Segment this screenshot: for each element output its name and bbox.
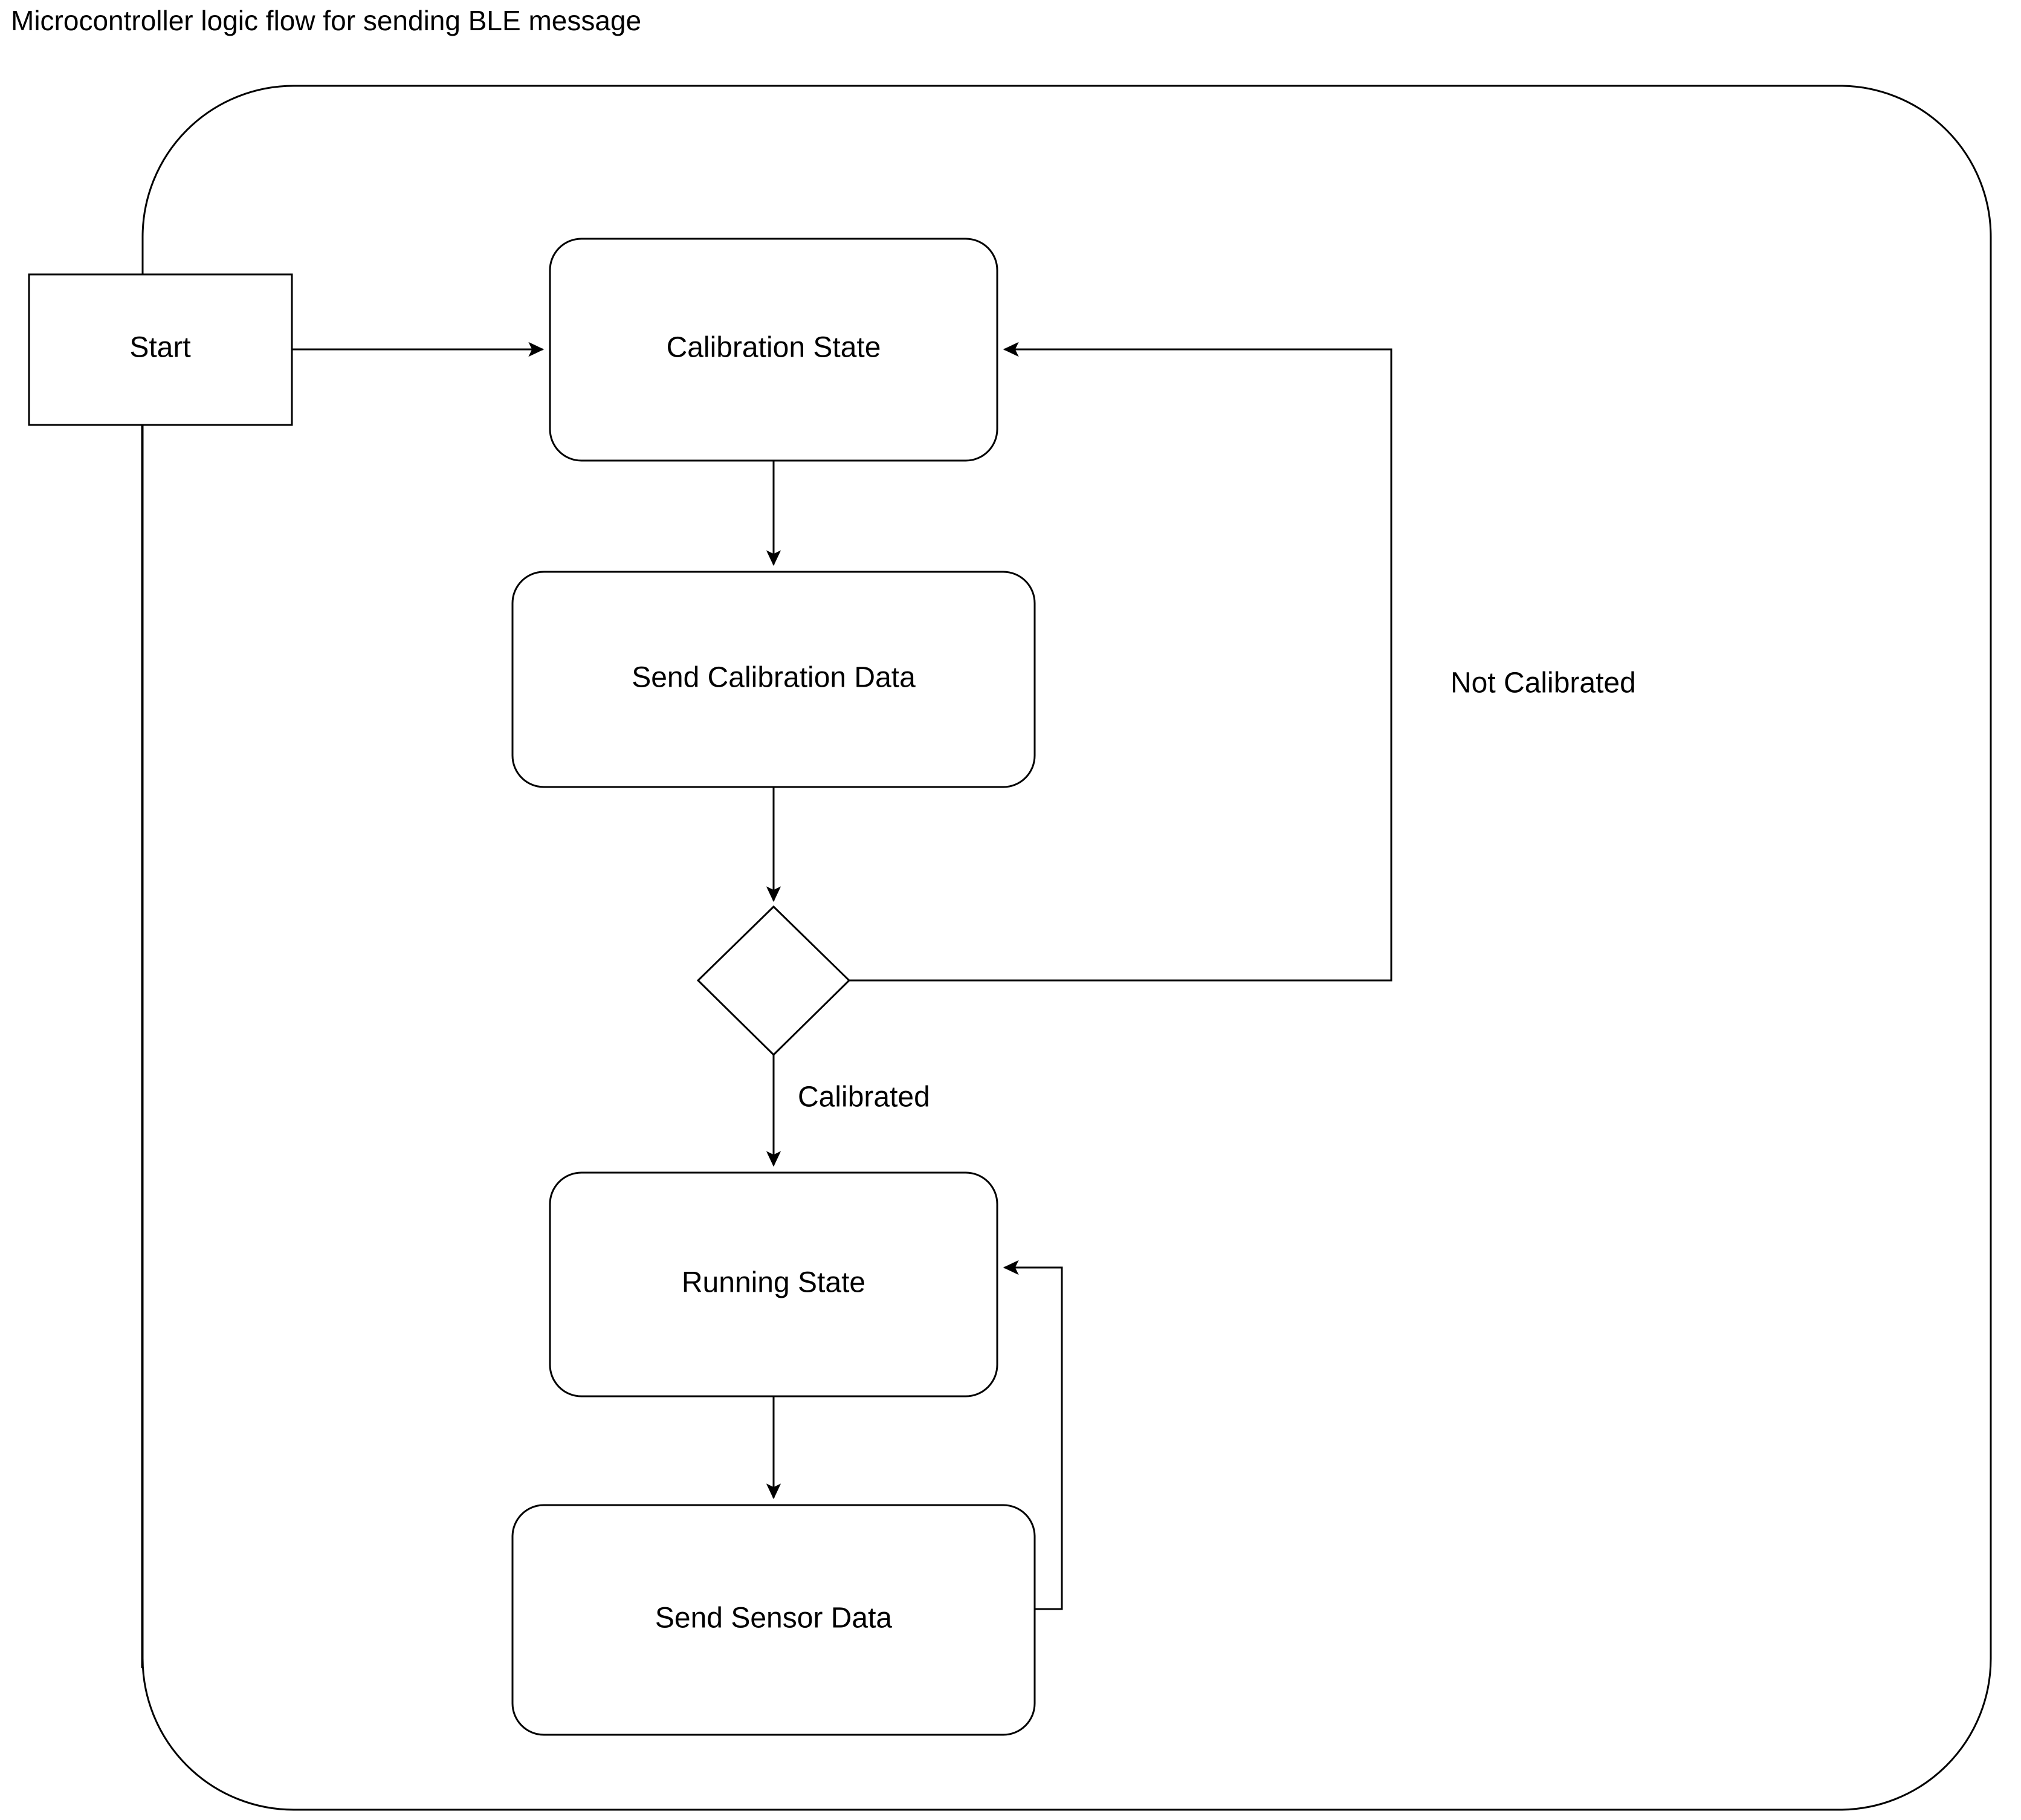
edge-decision-not-calibrated [849, 342, 1392, 982]
send-calibration-data-label: Send Calibration Data [632, 662, 916, 694]
edge-path-sendsensor-running [1003, 1260, 1063, 1610]
start-label: Start [129, 332, 190, 364]
send-sensor-data-box[interactable] [511, 1504, 1036, 1736]
edge-label-not-calibrated: Not Calibrated [1450, 667, 1636, 699]
send-calibration-data-box[interactable] [511, 571, 1036, 788]
outer-boundary-frame [141, 85, 1992, 1811]
node-send-sensor-data[interactable]: Send Sensor Data [511, 1504, 1036, 1736]
start-box[interactable] [28, 273, 293, 426]
node-calibration-state[interactable]: Calibration State [549, 238, 998, 462]
calibration-decision-diamond[interactable] [696, 905, 851, 1057]
send-sensor-data-label: Send Sensor Data [655, 1602, 893, 1634]
node-calibration-decision[interactable] [696, 905, 851, 1057]
edge-label-calibrated: Calibrated [798, 1081, 930, 1113]
node-send-calibration-data[interactable]: Send Calibration Data [511, 571, 1036, 788]
page-title: Microcontroller logic flow for sending B… [11, 5, 642, 36]
calibration-state-box[interactable] [549, 238, 998, 462]
node-running-state[interactable]: Running State [549, 1171, 998, 1397]
running-state-box[interactable] [549, 1171, 998, 1397]
edge-send-sensor-to-running [1003, 1260, 1063, 1610]
node-start[interactable]: Start [28, 273, 293, 426]
edge-path-not-calibrated [849, 342, 1392, 982]
running-state-label: Running State [682, 1267, 865, 1299]
calibration-state-label: Calibration State [667, 332, 881, 364]
